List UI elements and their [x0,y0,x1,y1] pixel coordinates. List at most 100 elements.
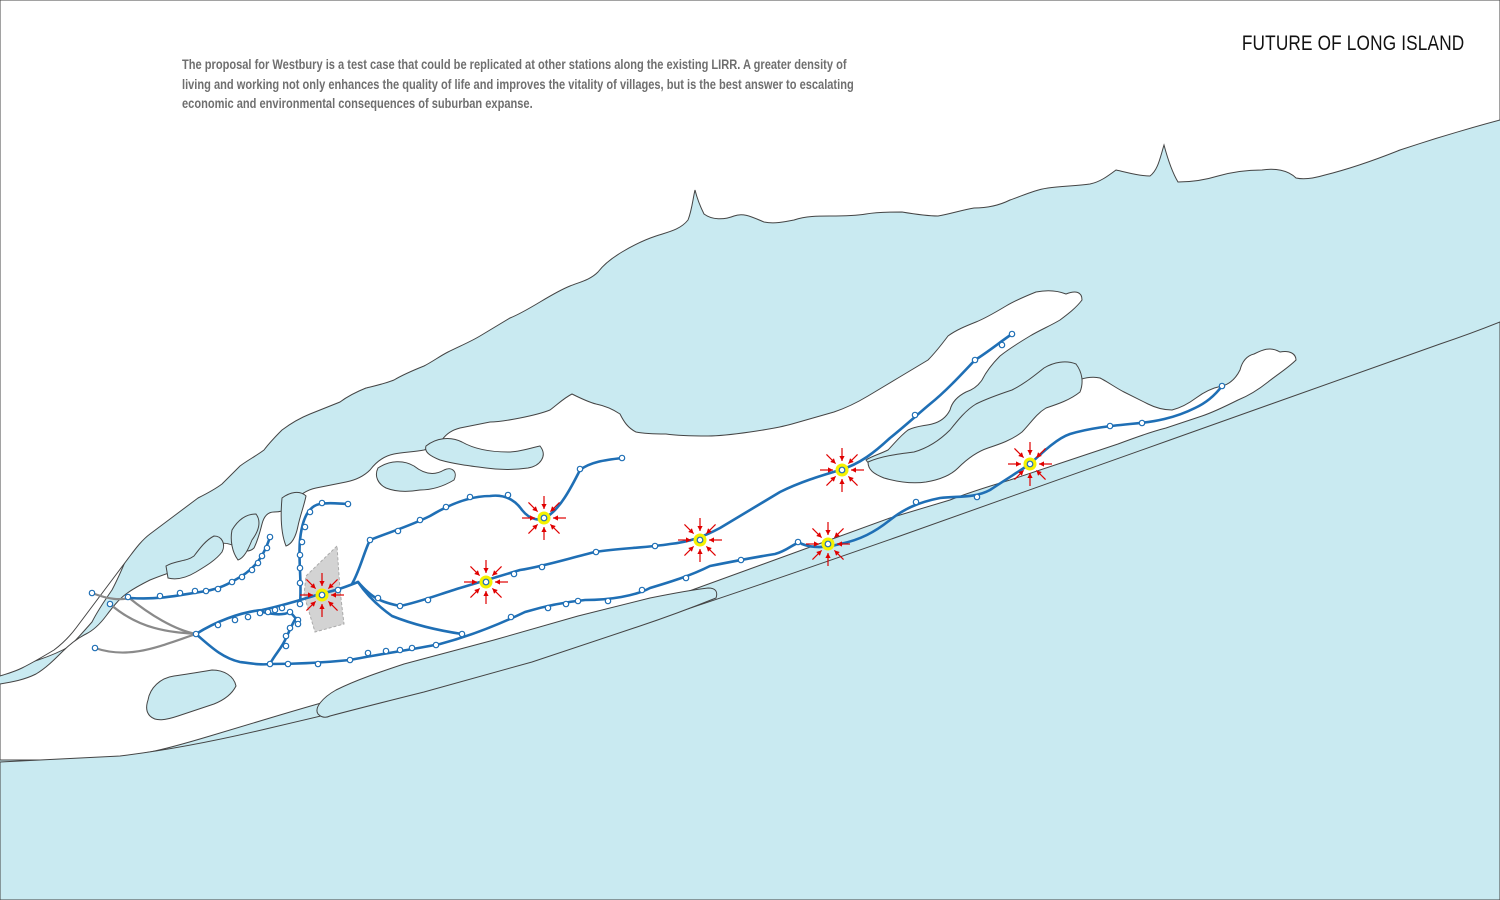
station-circle-icon[interactable] [296,564,304,572]
density-node-patchogue[interactable] [806,522,850,566]
station-circle-icon[interactable] [88,589,96,597]
station-circle-icon[interactable] [301,523,309,531]
station-circle-icon[interactable] [911,411,919,419]
station-circle-icon[interactable] [176,589,184,597]
station-circle-icon[interactable] [344,500,352,508]
station-circle-icon[interactable] [504,491,512,499]
station-circle-icon[interactable] [1138,419,1146,427]
station-circle-icon[interactable] [592,548,600,556]
station-circle-icon[interactable] [296,551,304,559]
station-circle-icon[interactable] [458,630,466,638]
station-circle-icon[interactable] [998,341,1006,349]
station-circle-icon[interactable] [396,602,404,610]
station-circle-icon[interactable] [271,606,279,614]
station-circle-icon[interactable] [266,533,274,541]
station-circle-icon[interactable] [294,620,302,628]
station-circle-icon[interactable] [912,498,920,506]
station-circle-icon[interactable] [264,608,272,616]
arrowhead-icon [830,476,836,482]
station-circle-icon[interactable] [238,573,246,581]
station-circle-icon[interactable] [202,587,210,595]
station-circle-icon[interactable] [394,527,402,535]
station-circle-icon [318,591,326,599]
station-circle-icon[interactable] [507,613,515,621]
station-circle-icon[interactable] [432,641,440,649]
station-circle-icon[interactable] [382,647,390,655]
station-circle-icon[interactable] [442,503,450,511]
station-circle-icon[interactable] [124,593,132,601]
density-node-westbury[interactable] [300,573,344,617]
station-circle-icon[interactable] [284,660,292,668]
station-circle-icon[interactable] [214,621,222,629]
station-circle-icon[interactable] [1008,330,1016,338]
station-circle-icon[interactable] [266,660,274,668]
arrowhead-icon [474,588,480,594]
station-circle-icon[interactable] [638,586,646,594]
station-circle-icon[interactable] [408,644,416,652]
station-circle-icon[interactable] [737,556,745,564]
station-circle-icon[interactable] [314,660,322,668]
station-circle-icon[interactable] [562,600,570,608]
station-circle-icon[interactable] [106,600,114,608]
station-circle-icon[interactable] [306,508,314,516]
station-circle-icon[interactable] [296,579,304,587]
density-node-deer-park[interactable] [678,518,722,562]
station-circle-icon[interactable] [91,644,99,652]
station-circle-icon[interactable] [256,609,264,617]
peconic-bay [867,361,1083,484]
station-circle-icon[interactable] [544,604,552,612]
station-circle-icon[interactable] [278,604,286,612]
station-circle-icon[interactable] [604,597,612,605]
station-circle-icon[interactable] [973,493,981,501]
station-circle-icon[interactable] [258,552,266,560]
station-circle-icon[interactable] [286,624,294,632]
station-circle-icon[interactable] [574,597,582,605]
density-node-smithtown[interactable] [820,448,864,492]
station-circle-icon[interactable] [416,516,424,524]
station-circle-icon[interactable] [231,616,239,624]
station-circle-icon[interactable] [1106,422,1114,430]
station-circle-icon[interactable] [228,578,236,586]
station-circle-icon[interactable] [364,649,372,657]
station-circle-icon[interactable] [191,587,199,595]
station-circle-icon[interactable] [282,642,290,650]
station-circle-icon[interactable] [618,454,626,462]
station-circle-icon[interactable] [248,566,256,574]
station-circle-icon[interactable] [366,536,374,544]
station-circle-icon[interactable] [682,574,690,582]
station-circle-icon[interactable] [318,499,326,507]
arrowhead-icon [1039,461,1044,467]
arrowhead-icon [848,476,854,482]
density-node-riverhead[interactable] [1008,442,1052,486]
arrowhead-icon [706,546,712,552]
station-circle-icon[interactable] [156,592,164,600]
density-node-hicksville[interactable] [464,560,508,604]
arrowhead-icon [541,504,547,509]
station-circle-icon[interactable] [1218,382,1226,390]
station-circle-icon[interactable] [298,538,306,546]
station-circle-icon[interactable] [346,656,354,664]
station-circle-icon[interactable] [794,538,802,546]
station-circle-icon[interactable] [374,594,382,602]
station-circle-icon[interactable] [282,632,290,640]
station-circle-icon[interactable] [192,630,200,638]
density-node-huntington[interactable] [522,496,566,540]
station-circle-icon[interactable] [254,559,262,567]
station-circle-icon[interactable] [424,596,432,604]
station-circle-icon[interactable] [396,646,404,654]
station-circle-icon[interactable] [971,356,979,364]
station-circle-icon[interactable] [651,542,659,550]
arrowhead-icon [472,579,477,585]
station-circle-icon [1026,460,1034,468]
station-circle-icon[interactable] [214,585,222,593]
station-circle-icon[interactable] [286,608,294,616]
station-circle-icon[interactable] [466,493,474,501]
station-circle-icon[interactable] [334,586,342,594]
station-circle-icon[interactable] [263,544,271,552]
station-circle-icon[interactable] [244,613,252,621]
station-circle-icon[interactable] [296,600,304,608]
station-circle-icon[interactable] [538,563,546,571]
station-circle-icon[interactable] [510,570,518,578]
station-circle-icon[interactable] [576,465,584,473]
main-line-ronkonkoma [194,332,1014,636]
